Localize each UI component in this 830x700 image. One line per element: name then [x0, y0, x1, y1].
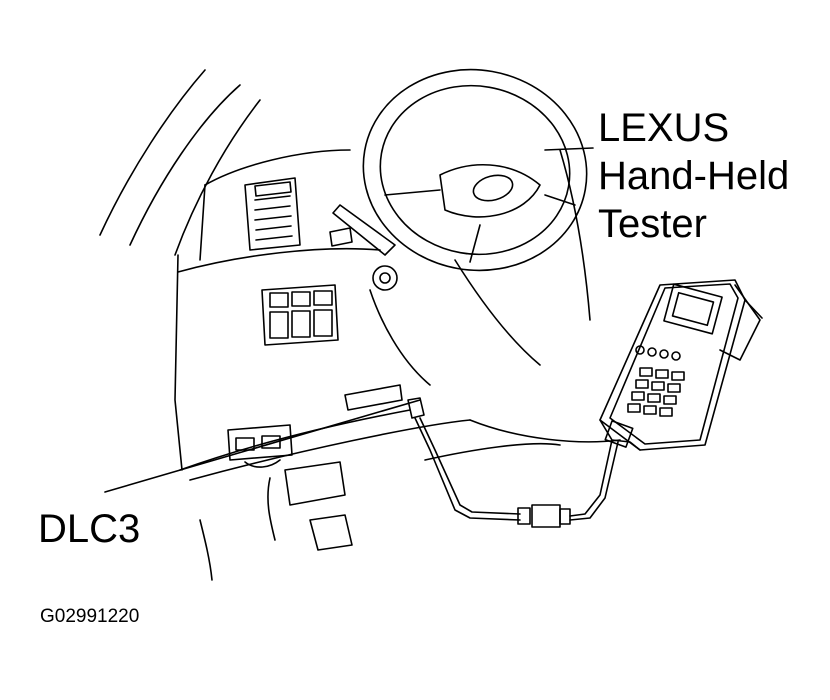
a-pillar: [100, 70, 260, 470]
figure-id: G02991220: [40, 606, 140, 627]
lower-panel: [345, 385, 620, 460]
dlc3-leader-line: [105, 400, 420, 492]
tester-leader-line: [545, 148, 593, 150]
air-vent: [245, 178, 300, 250]
tester-label-line3: Tester: [598, 202, 707, 246]
tester-cable: [408, 398, 618, 527]
tester-label-line1: LEXUS: [598, 106, 730, 150]
tester-keypad: [628, 368, 684, 416]
steering-wheel: [347, 52, 602, 288]
tester-label-line2: Hand-Held: [598, 154, 790, 198]
steering-column: [330, 205, 540, 385]
pedals: [200, 462, 352, 580]
hand-held-tester: [600, 280, 762, 450]
switch-panel: [262, 285, 338, 345]
tester-label: LEXUS Hand-Held Tester: [598, 104, 789, 248]
dlc3-connector: [228, 425, 292, 467]
dlc3-label: DLC3: [38, 507, 141, 551]
